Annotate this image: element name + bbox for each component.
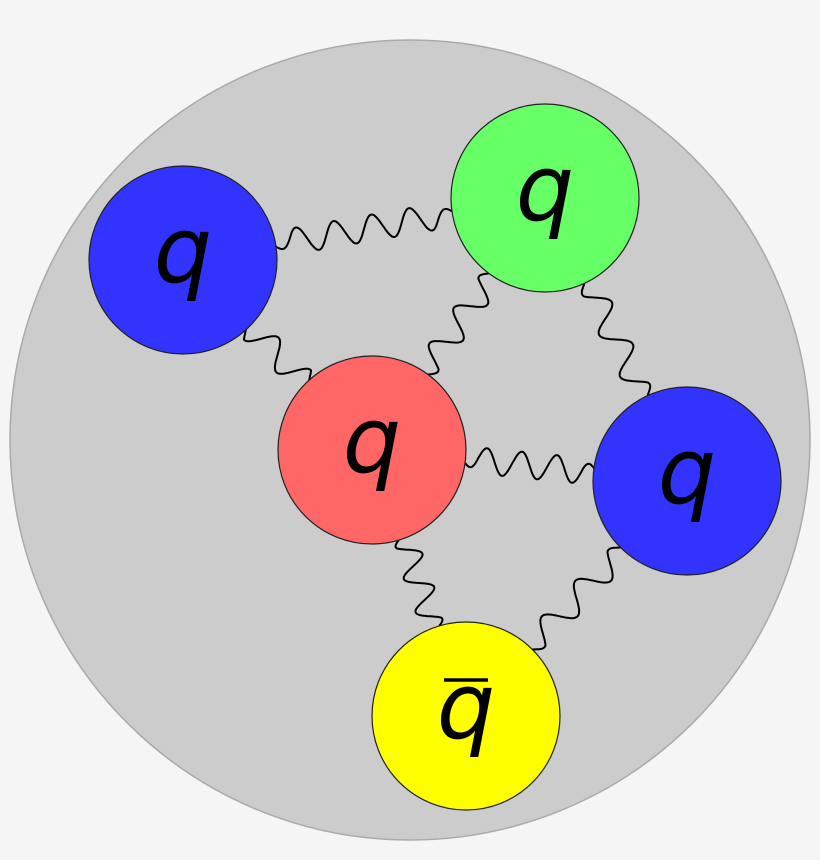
quark-label: q [343, 387, 401, 494]
quark-label: q [516, 135, 574, 242]
quark-q-red: q [277, 355, 467, 545]
quark-q-blue-1: q [88, 165, 278, 355]
quark-label: q [154, 197, 212, 304]
antiquark-circle-yellow [371, 621, 561, 811]
gluon-layer [243, 207, 652, 653]
quark-label: q [658, 418, 716, 525]
gluon-q-blue-1-q-red [243, 321, 312, 389]
quark-q-blue-2: q [592, 386, 782, 576]
quark-circle-blue [88, 165, 278, 355]
quark-layer: q q q q q [88, 103, 782, 811]
antiquark-label: q [437, 653, 495, 760]
quark-q-green: q [450, 103, 640, 293]
quark-circle-blue [592, 386, 782, 576]
gluon-q-blue-1-q-green [269, 207, 459, 251]
gluon-q-blue-2-q-anti [525, 544, 628, 653]
gluon-q-green-q-blue-2 [580, 276, 652, 403]
gluon-q-red-q-anti [394, 532, 444, 634]
gluon-q-green-q-red [420, 269, 497, 379]
quark-circle-green [450, 103, 640, 293]
quark-circle-red [277, 355, 467, 545]
quark-q-anti: q [371, 621, 561, 811]
gluon-q-red-q-blue-2 [459, 447, 600, 484]
